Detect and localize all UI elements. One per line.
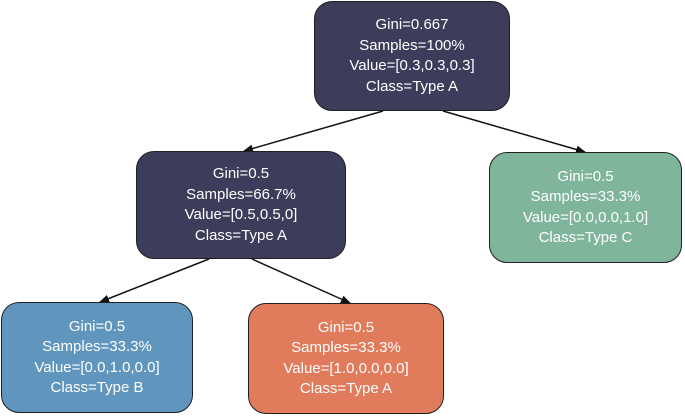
node-gini: Gini=0.667 — [375, 16, 449, 33]
node-class: Class=Type C — [538, 229, 633, 246]
node-samples: Samples=33.3% — [42, 338, 152, 355]
node-samples: Samples=33.3% — [291, 339, 401, 356]
node-class: Class=Type A — [365, 77, 459, 95]
node-gini: Gini=0.5 — [557, 167, 614, 185]
edge-left-to-left-left — [99, 258, 210, 303]
node-value: Value=[0.3,0.3,0.3] — [349, 57, 475, 74]
node-class: Class=Type A — [299, 380, 393, 397]
tree-node-left-left: Gini=0.5 Samples=33.3% Value=[0.0,1.0,0.… — [1, 302, 193, 413]
node-gini: Gini=0.5 — [317, 318, 375, 336]
edge-root-to-left — [243, 110, 384, 153]
node-value: Value=[0.5,0.5,0] — [184, 206, 298, 223]
node-gini: Gini=0.5 — [212, 165, 270, 182]
node-class: Class=Type A — [194, 226, 288, 244]
node-samples: Samples=66.7% — [186, 185, 296, 203]
node-value: Value=[0.0,0.0,1.0] — [522, 208, 649, 226]
tree-node-right: Gini=0.5 Samples=33.3% Value=[0.0,0.0,1.… — [489, 152, 682, 263]
tree-node-root: Gini=0.667 Samples=100% Value=[0.3,0.3,0… — [314, 1, 510, 111]
node-gini: Gini=0.5 — [68, 317, 126, 335]
node-value: Value=[0.0,1.0,0.0] — [34, 358, 160, 376]
edge-left-to-left-right — [251, 258, 351, 304]
tree-node-left-right: Gini=0.5 Samples=33.3% Value=[1.0,0.0,0.… — [248, 303, 444, 414]
node-class: Class=Type B — [50, 379, 144, 396]
node-value: Value=[1.0,0.0,0.0] — [283, 359, 409, 377]
tree-node-left: Gini=0.5 Samples=66.7% Value=[0.5,0.5,0]… — [136, 151, 346, 259]
edge-root-to-right — [442, 110, 586, 154]
node-samples: Samples=100% — [359, 36, 465, 54]
node-samples: Samples=33.3% — [530, 188, 641, 205]
